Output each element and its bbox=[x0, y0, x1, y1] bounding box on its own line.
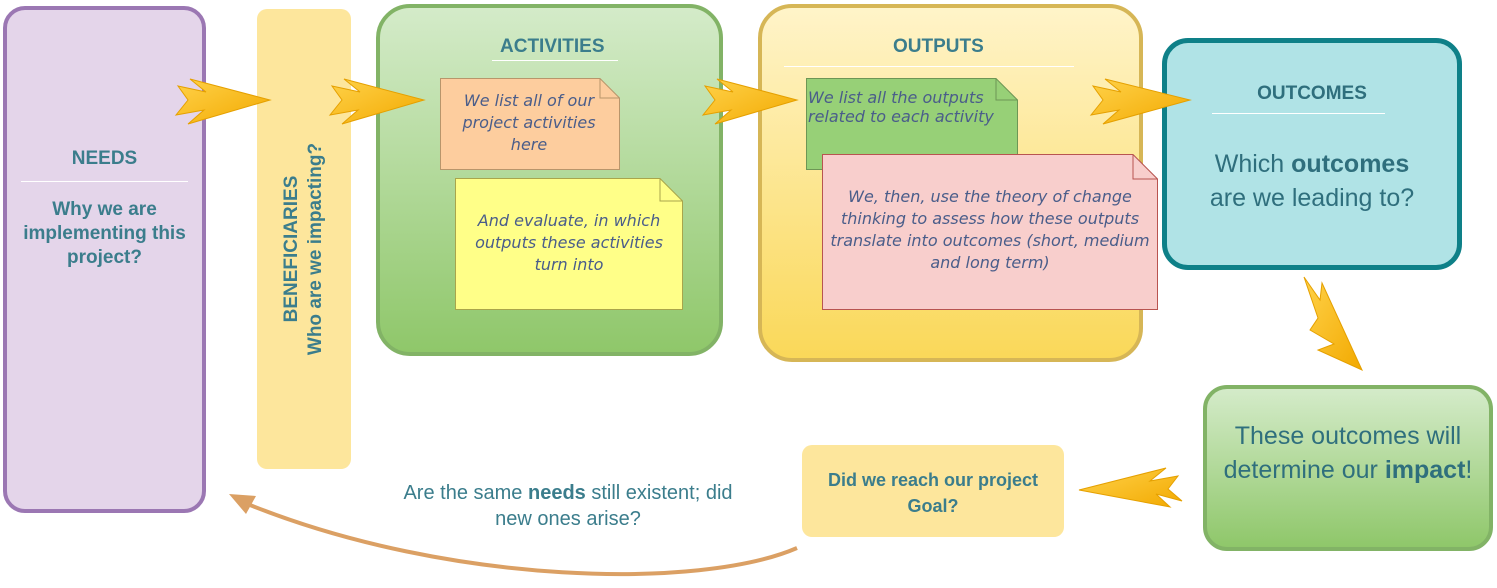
feedback-bold: needs bbox=[527, 482, 586, 504]
impact-body-bold: impact bbox=[1384, 456, 1466, 484]
arrow-needs-to-beneficiaries bbox=[174, 78, 272, 125]
feedback-pre: Are the same bbox=[403, 482, 528, 504]
needs-divider bbox=[21, 181, 188, 182]
outcomes-divider bbox=[1212, 113, 1385, 114]
activities-title: ACTIVITIES bbox=[500, 36, 605, 57]
outputs-title: OUTPUTS bbox=[893, 36, 984, 57]
feedback-curve-arrowhead bbox=[229, 494, 256, 514]
outputs-divider bbox=[784, 66, 1074, 67]
outputs-note-pink-text: We, then, use the theory of change think… bbox=[830, 187, 1150, 272]
note-shape-yellow bbox=[455, 178, 683, 310]
feedback-curve-arrow bbox=[249, 503, 798, 576]
impact-box: These outcomes will determine our impact… bbox=[1203, 385, 1493, 551]
note-shape-green bbox=[806, 78, 1018, 170]
activities-note-orange-text: We list all of our project activities he… bbox=[462, 91, 596, 154]
activities-note-yellow: And evaluate, in which outputs these act… bbox=[455, 178, 683, 310]
impact-body-post: ! bbox=[1465, 456, 1473, 484]
arrow-outcomes-to-impact bbox=[1303, 276, 1364, 372]
needs-title: NEEDS bbox=[71, 148, 138, 169]
outcomes-body-bold: outcomes bbox=[1291, 150, 1410, 178]
arrow-activities-to-outputs bbox=[701, 78, 799, 125]
arrow-impact-to-goal bbox=[1078, 467, 1183, 508]
needs-box: NEEDS Why we are implementing this proje… bbox=[3, 6, 206, 513]
needs-body: Why we are implementing this project? bbox=[23, 199, 186, 268]
feedback-post: still existent; did new ones arise? bbox=[495, 482, 733, 530]
outcomes-body: Which outcomes are we leading to? bbox=[1167, 147, 1457, 215]
outcomes-title: OUTCOMES bbox=[1257, 83, 1367, 104]
activities-note-orange: We list all of our project activities he… bbox=[440, 78, 620, 170]
arrow-outputs-to-outcomes bbox=[1089, 78, 1192, 125]
note-shape-pink bbox=[822, 154, 1158, 310]
outputs-note-pink: We, then, use the theory of change think… bbox=[822, 154, 1158, 310]
goal-body: Did we reach our project Goal? bbox=[827, 470, 1039, 516]
goal-box: Did we reach our project Goal? bbox=[802, 445, 1064, 537]
feedback-question: Are the same needs still existent; did n… bbox=[395, 480, 741, 532]
impact-body: These outcomes will determine our impact… bbox=[1207, 419, 1489, 487]
arrow-beneficiaries-to-activities bbox=[328, 78, 426, 125]
activities-note-yellow-text: And evaluate, in which outputs these act… bbox=[475, 211, 663, 274]
outcomes-body-post: are we leading to? bbox=[1209, 184, 1415, 212]
outcomes-box: OUTCOMES Which outcomes are we leading t… bbox=[1162, 38, 1462, 270]
outcomes-body-pre: Which bbox=[1214, 150, 1292, 178]
beneficiaries-box: BENEFICIARIES Who are we impacting? bbox=[257, 9, 351, 469]
activities-divider bbox=[492, 60, 618, 61]
outputs-note-green: We list all the outputs related to each … bbox=[806, 78, 1018, 170]
note-shape-orange bbox=[440, 78, 620, 170]
impact-body-pre: These outcomes will determine our bbox=[1223, 422, 1462, 484]
outputs-note-green-text: We list all the outputs related to each … bbox=[808, 88, 994, 126]
